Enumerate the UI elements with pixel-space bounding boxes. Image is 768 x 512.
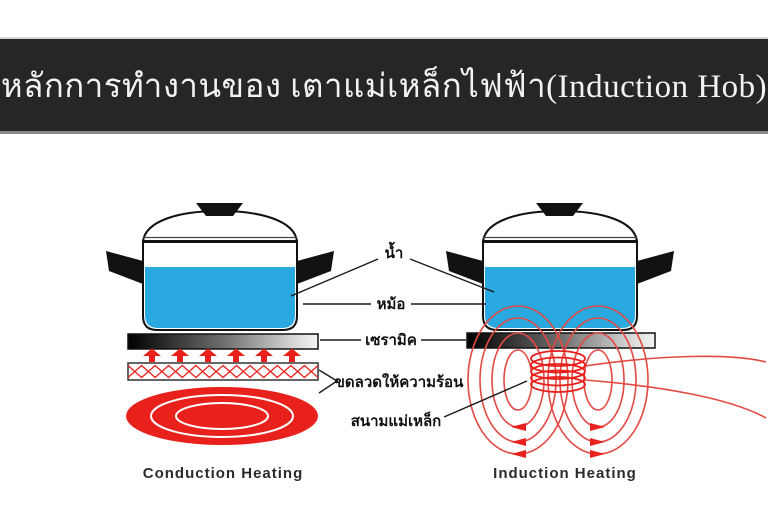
magnetic-field-pointer — [443, 380, 528, 418]
heating-element — [127, 362, 319, 381]
coil-bracket-bottom — [318, 380, 338, 394]
water-pointer-left — [290, 258, 379, 297]
water-pointer-right — [409, 258, 495, 293]
pot-left — [105, 202, 335, 331]
induction-caption: Induction Heating — [493, 465, 637, 482]
ceramic-plate-left — [127, 333, 319, 350]
heating-coil-label: ขดลวดให้ความร้อน — [335, 373, 464, 391]
callouts: น้ำ หม้อ เซรามิค ขดลวดให้ความร้อน สนามแม… — [290, 241, 528, 430]
ceramic-label: เซรามิค — [365, 331, 417, 349]
coil-bracket-top — [318, 369, 338, 382]
induction-section: Induction Heating — [445, 202, 767, 482]
title-banner: หลักการทำงานของ เตาแม่เหล็กไฟฟ้า(Inducti… — [0, 37, 768, 134]
heat-glow-ellipse — [126, 387, 318, 445]
page-title: หลักการทำงานของ เตาแม่เหล็กไฟฟ้า(Inducti… — [0, 68, 768, 105]
magnetic-field-label: สนามแม่เหล็ก — [351, 411, 442, 430]
water-label: น้ำ — [385, 241, 404, 262]
induction-coil — [530, 350, 586, 393]
pot-label: หม้อ — [377, 296, 406, 313]
conduction-section: Conduction Heating — [105, 202, 335, 482]
pot-right — [445, 202, 675, 331]
conduction-caption: Conduction Heating — [143, 465, 304, 482]
heat-arrows — [143, 348, 301, 362]
